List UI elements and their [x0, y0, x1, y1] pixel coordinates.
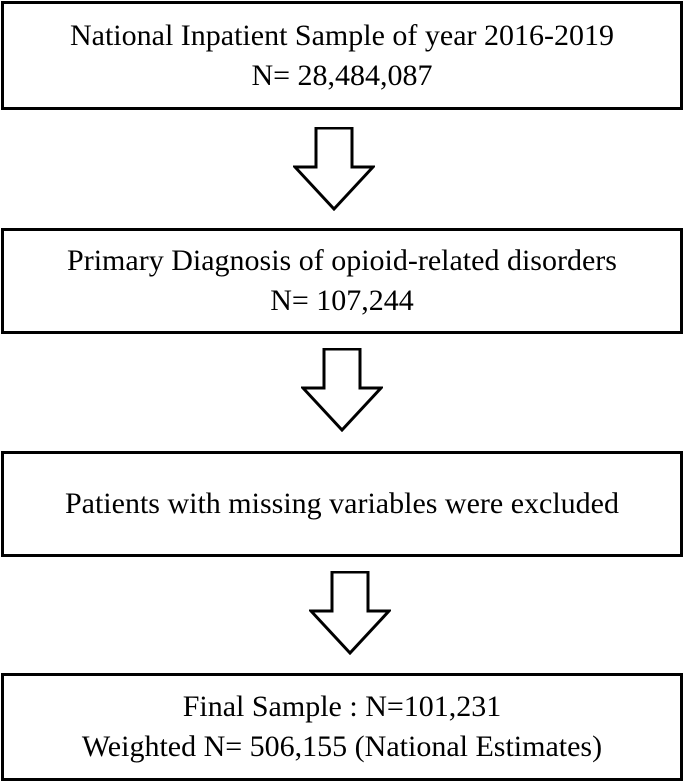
down-arrow-icon: [293, 127, 375, 211]
down-arrow-icon: [301, 348, 383, 432]
step-4-weighted-count: Weighted N= 506,155 (National Estimates): [81, 730, 603, 763]
flow-step-1: National Inpatient Sample of year 2016-2…: [1, 1, 683, 110]
step-1-count: N= 28,484,087: [251, 58, 433, 92]
step-1-title: National Inpatient Sample of year 2016-2…: [69, 18, 614, 52]
down-arrow-icon: [309, 571, 391, 655]
step-3-title: Patients with missing variables were exc…: [64, 487, 620, 520]
step-2-title: Primary Diagnosis of opioid-related diso…: [67, 244, 617, 277]
flow-step-2: Primary Diagnosis of opioid-related diso…: [1, 228, 683, 334]
flow-step-3: Patients with missing variables were exc…: [1, 451, 683, 557]
step-4-title: Final Sample : N=101,231: [182, 690, 502, 723]
flow-step-4: Final Sample : N=101,231 Weighted N= 506…: [1, 673, 683, 781]
step-2-count: N= 107,244: [270, 284, 414, 317]
